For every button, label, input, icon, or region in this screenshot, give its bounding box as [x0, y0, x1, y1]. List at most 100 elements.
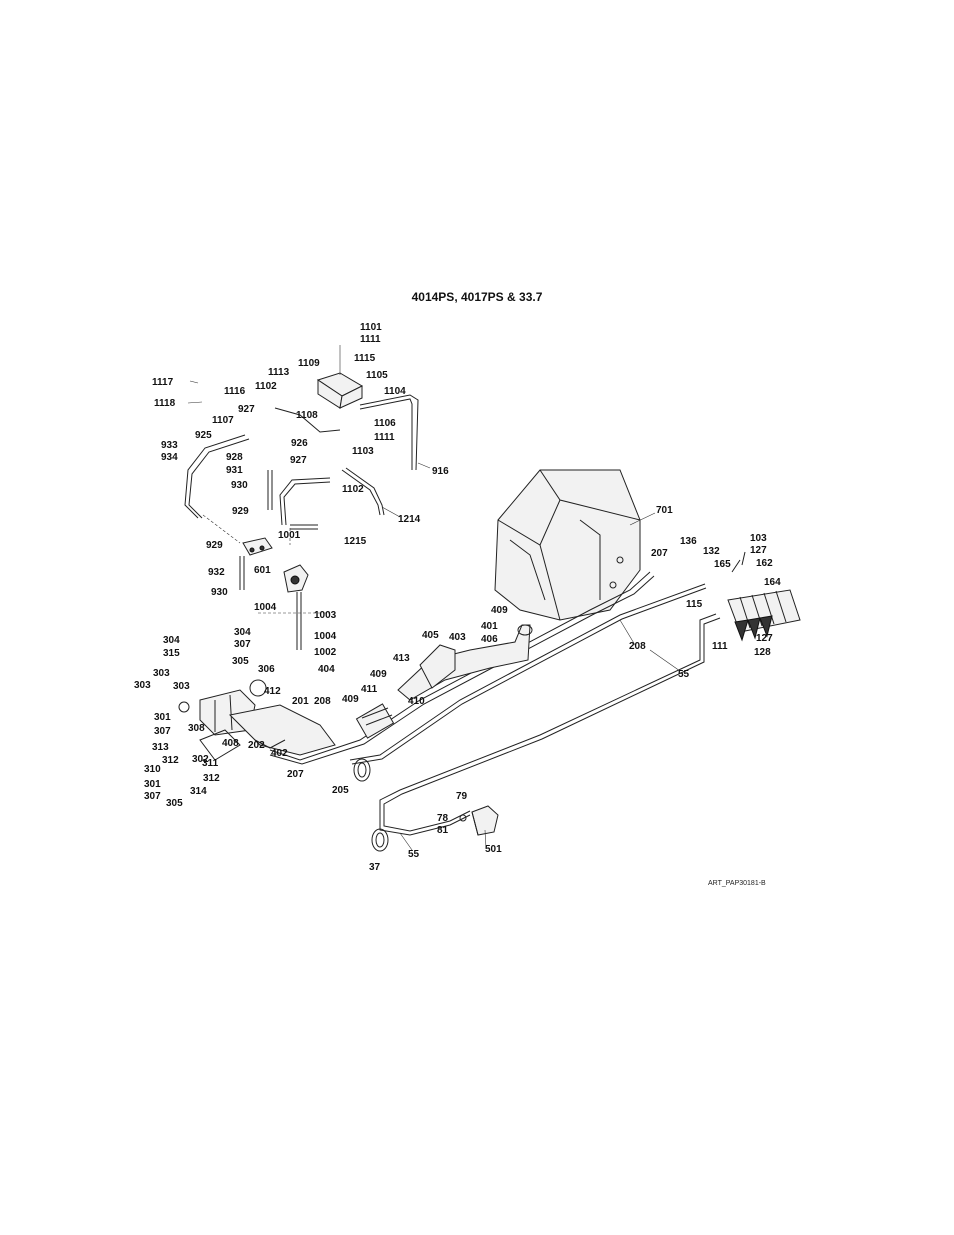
- callout-205: 205: [332, 785, 349, 796]
- callout-1001: 1001: [278, 530, 301, 541]
- callout-311: 311: [202, 758, 219, 769]
- callout-304: 304: [234, 627, 251, 638]
- art-code: ART_PAP30181-B: [708, 880, 766, 887]
- callout-307: 307: [234, 639, 251, 650]
- callout-1214: 1214: [398, 514, 421, 525]
- callout-310: 310: [144, 764, 161, 775]
- callout-305: 305: [166, 798, 183, 809]
- callout-1003: 1003: [314, 610, 337, 621]
- callout-501: 501: [485, 844, 502, 855]
- callout-314: 314: [190, 786, 207, 797]
- callout-404: 404: [318, 664, 335, 675]
- callout-201: 201: [292, 696, 309, 707]
- callout-926: 926: [291, 438, 308, 449]
- callout-304: 304: [163, 635, 180, 646]
- callout-313: 313: [152, 742, 169, 753]
- callout-303: 303: [173, 681, 190, 692]
- callout-1113: 1113: [268, 367, 290, 378]
- callout-409: 409: [370, 669, 387, 680]
- clamp-205: [353, 758, 371, 782]
- callout-labels: 1101111111151109110511041113111711181116…: [134, 322, 781, 873]
- callout-162: 162: [756, 558, 773, 569]
- callout-207: 207: [651, 548, 668, 559]
- callout-934: 934: [161, 452, 178, 463]
- hose-208: [349, 583, 707, 765]
- callout-930: 930: [231, 480, 248, 491]
- callout-301: 301: [144, 779, 161, 790]
- callout-1102: 1102: [342, 484, 364, 495]
- hose-207: [269, 571, 655, 765]
- callout-208: 208: [629, 641, 646, 652]
- callout-408: 408: [222, 738, 239, 749]
- callout-1111: 1111: [360, 334, 381, 345]
- callout-929: 929: [206, 540, 223, 551]
- callout-308: 308: [188, 723, 205, 734]
- callout-405: 405: [422, 630, 439, 641]
- callout-305: 305: [232, 656, 249, 667]
- callout-165: 165: [714, 559, 731, 570]
- clamp-37: [371, 828, 389, 852]
- callout-136: 136: [680, 536, 697, 547]
- callout-916: 916: [432, 466, 449, 477]
- callout-929: 929: [232, 506, 249, 517]
- callout-164: 164: [764, 577, 781, 588]
- control-valve-bank: [727, 551, 801, 642]
- callout-931: 931: [226, 465, 243, 476]
- callout-302: 302: [192, 754, 209, 765]
- callout-1004: 1004: [254, 602, 277, 613]
- callout-103: 103: [750, 533, 767, 544]
- callout-208: 208: [314, 696, 331, 707]
- steering-unit: [459, 805, 499, 836]
- callout-301: 301: [154, 712, 171, 723]
- callout-409: 409: [342, 694, 359, 705]
- callout-1116: 1116: [224, 386, 246, 397]
- callout-1118: 1118: [154, 398, 176, 409]
- priority-valve-block: [316, 372, 364, 409]
- callout-1104: 1104: [384, 386, 406, 397]
- callout-406: 406: [481, 634, 498, 645]
- callout-115: 115: [686, 599, 703, 610]
- callout-307: 307: [154, 726, 171, 737]
- callout-81: 81: [437, 825, 449, 836]
- callout-927: 927: [290, 455, 307, 466]
- callout-303: 303: [153, 668, 170, 679]
- callout-1002: 1002: [314, 647, 337, 658]
- callout-1115: 1115: [354, 353, 376, 364]
- callout-111: 111: [712, 641, 728, 652]
- callout-202: 202: [248, 740, 265, 751]
- callout-303: 303: [134, 680, 151, 691]
- callout-1004: 1004: [314, 631, 337, 642]
- callout-928: 928: [226, 452, 243, 463]
- callout-401: 401: [481, 621, 498, 632]
- callout-306: 306: [258, 664, 275, 675]
- callout-1117: 1117: [152, 377, 174, 388]
- callout-315: 315: [163, 648, 180, 659]
- callout-410: 410: [408, 696, 425, 707]
- callout-411: 411: [361, 684, 378, 695]
- callout-1107: 1107: [212, 415, 234, 426]
- pump-assembly: [178, 679, 336, 761]
- callout-207: 207: [287, 769, 304, 780]
- strainer-assembly: [355, 703, 395, 739]
- callout-933: 933: [161, 440, 178, 451]
- callout-925: 925: [195, 430, 212, 441]
- callout-79: 79: [456, 791, 468, 802]
- callout-1101: 1101: [360, 322, 382, 333]
- callout-409: 409: [491, 605, 508, 616]
- upper-hoses: [184, 394, 419, 530]
- callout-312: 312: [203, 773, 220, 784]
- callout-55: 55: [678, 669, 690, 680]
- callout-927: 927: [238, 404, 255, 415]
- callout-402: 402: [271, 748, 288, 759]
- suction-pipe: [397, 624, 533, 701]
- hydraulic-tank: [494, 469, 641, 621]
- callout-127: 127: [756, 633, 773, 644]
- callout-127: 127: [750, 545, 767, 556]
- callout-1102: 1102: [255, 381, 277, 392]
- callout-1111: 1111: [374, 432, 395, 443]
- aux-valve-601: [283, 564, 309, 650]
- callout-1105: 1105: [366, 370, 388, 381]
- callout-403: 403: [449, 632, 466, 643]
